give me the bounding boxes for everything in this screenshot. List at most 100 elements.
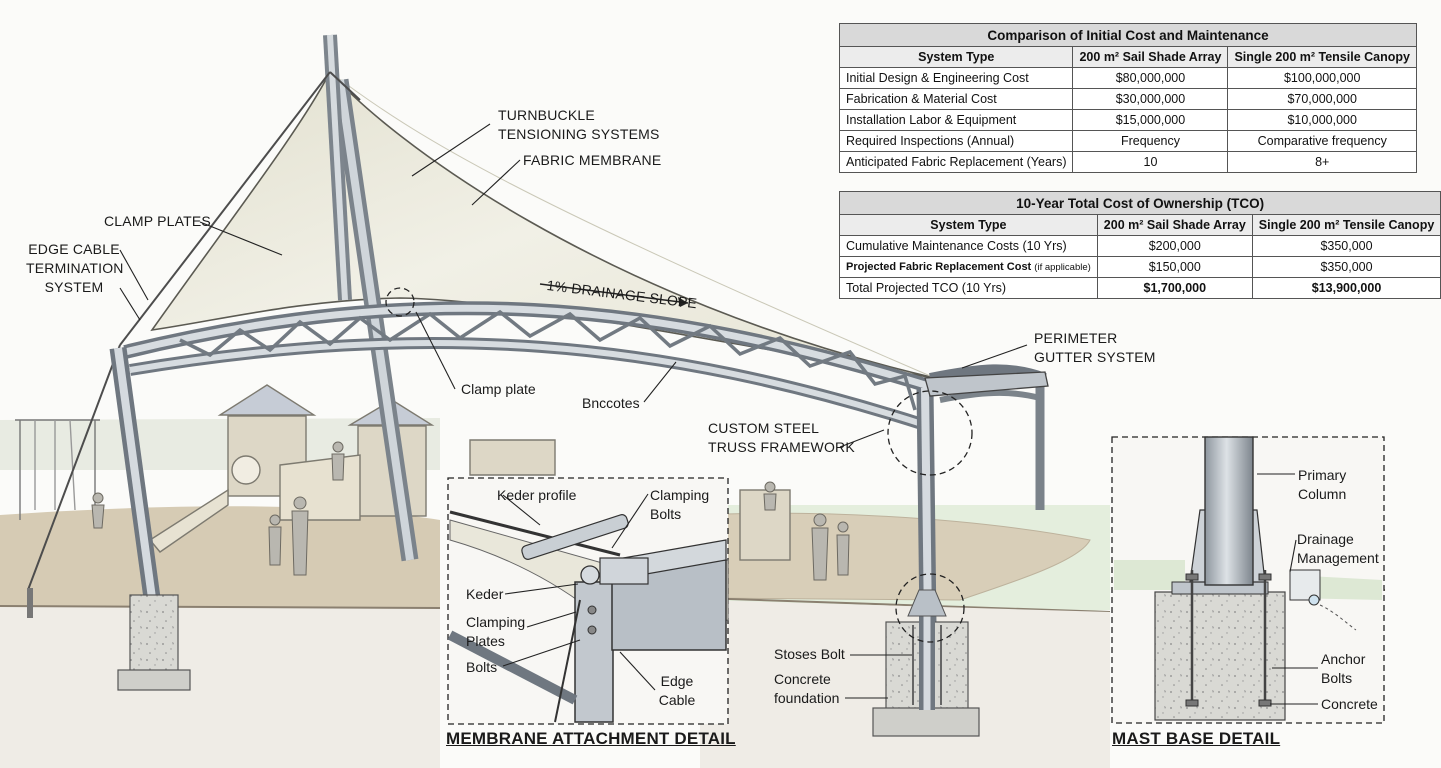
cell: $13,900,000 (1251, 277, 1441, 299)
row-label-note: (if applicable) (1034, 262, 1091, 273)
leader-lines (119, 123, 1028, 699)
label-line: Management (1297, 550, 1379, 566)
col-header: System Type (839, 214, 1098, 236)
label-line: Bolts (1321, 670, 1353, 686)
people-silhouettes (91, 441, 850, 581)
table-row: Anticipated Fabric Replacement (Years)10… (838, 151, 1417, 173)
label-bnccotes: Bnccotes (582, 395, 640, 411)
tco-table: 10-Year Total Cost of Ownership (TCO) Sy… (838, 191, 1441, 299)
cell: $100,000,000 (1227, 67, 1417, 89)
cell: 8+ (1227, 151, 1417, 173)
label-clamp-plate: Clamp plate (461, 381, 536, 397)
label-line: Clamping (466, 614, 526, 630)
label-line: Concrete (774, 671, 831, 687)
label-line: Drainage (1297, 531, 1354, 547)
row-label-text: Projected Fabric Replacement Cost (846, 261, 1032, 273)
table-row: Projected Fabric Replacement Cost (if ap… (839, 256, 1441, 278)
label-bolts: Bolts (466, 659, 498, 675)
col-header: 200 m² Sail Shade Array (1096, 214, 1253, 236)
cell: Comparative frequency (1227, 130, 1417, 152)
label-anchor-bolts: Anchor Bolts (1321, 650, 1365, 688)
landscape (0, 418, 1385, 768)
drainage-slope-arrow (539, 283, 689, 304)
mast-detail-box (1111, 436, 1385, 724)
callout-circles (385, 287, 973, 643)
membrane-detail-title: MEMBRANE ATTACHMENT DETAIL (446, 729, 736, 748)
cell: $200,000 (1096, 235, 1253, 257)
row-label: Projected Fabric Replacement Cost (if ap… (839, 256, 1098, 278)
table-row: Cumulative Maintenance Costs (10 Yrs)$20… (839, 235, 1441, 257)
label-keder: Keder (466, 586, 504, 602)
label-turnbuckle: TURNBUCKLE TENSIONING SYSTEMS (498, 106, 660, 144)
cell: $70,000,000 (1227, 88, 1417, 110)
row-label: Cumulative Maintenance Costs (10 Yrs) (839, 235, 1098, 257)
row-label: Total Projected TCO (10 Yrs) (839, 277, 1098, 299)
row-label: Required Inspections (Annual) (838, 130, 1074, 152)
label-custom-steel-truss: CUSTOM STEEL TRUSS FRAMEWORK (708, 419, 855, 457)
label-line: Column (1298, 486, 1347, 502)
label-perimeter-gutter: PERIMETER GUTTER SYSTEM (1034, 329, 1156, 367)
label-edge-cable-termination: EDGE CABLE TERMINATION SYSTEM (26, 240, 124, 297)
col-header: 200 m² Sail Shade Array (1072, 46, 1229, 68)
label-fabric-membrane: FABRIC MEMBRANE (523, 152, 662, 168)
row-label: Initial Design & Engineering Cost (838, 67, 1074, 89)
tco-table-title: 10-Year Total Cost of Ownership (TCO) (838, 191, 1441, 215)
row-label: Anticipated Fabric Replacement (Years) (838, 151, 1074, 173)
cell: $80,000,000 (1072, 67, 1229, 89)
cost-comparison-table: Comparison of Initial Cost and Maintenan… (838, 23, 1417, 173)
cost-table-title: Comparison of Initial Cost and Maintenan… (839, 23, 1417, 47)
label-line: Primary (1298, 467, 1347, 483)
label-drainage-management: Drainage Management (1297, 530, 1379, 568)
label-line: CUSTOM STEEL (708, 420, 820, 436)
left-footing (27, 588, 191, 691)
label-concrete-foundation: Concrete foundation (774, 670, 839, 708)
label-line: TERMINATION (26, 260, 124, 276)
cell: $30,000,000 (1072, 88, 1229, 110)
cell: $350,000 (1251, 235, 1441, 257)
label-line: EDGE CABLE (28, 241, 120, 257)
label-line: foundation (774, 690, 840, 706)
label-line: Cable (658, 692, 696, 708)
label-line: Plates (466, 633, 505, 649)
label-line: TENSIONING SYSTEMS (498, 126, 660, 142)
label-line: SYSTEM (44, 279, 104, 295)
label-line: Anchor (1321, 651, 1366, 667)
mast-detail-title: MAST BASE DETAIL (1112, 729, 1281, 748)
membrane-detail-box (447, 477, 729, 725)
canopy-illustration (0, 34, 1385, 768)
cell: $15,000,000 (1072, 109, 1229, 131)
label-edge-cable: Edge Cable (652, 672, 702, 710)
tie-cables (27, 71, 361, 591)
perimeter-gutter (924, 371, 1049, 397)
label-keder-profile: Keder profile (497, 487, 577, 503)
label-clamping-plates: Clamping Plates (466, 613, 525, 651)
col-header: Single 200 m² Tensile Canopy (1251, 214, 1441, 236)
cell: $350,000 (1251, 256, 1441, 278)
table-row: Fabrication & Material Cost$30,000,000$7… (838, 88, 1417, 110)
row-label: Fabrication & Material Cost (838, 88, 1074, 110)
right-foundation (872, 589, 980, 737)
label-primary-column: Primary Column (1298, 466, 1346, 504)
label-concrete: Concrete (1321, 696, 1378, 712)
label-line: TURNBUCKLE (498, 107, 595, 123)
label-stoses-bolt: Stoses Bolt (774, 646, 845, 662)
table-row: Initial Design & Engineering Cost$80,000… (838, 67, 1417, 89)
label-line: Clamping (650, 487, 710, 503)
row-label: Installation Labor & Equipment (838, 109, 1074, 131)
label-line: GUTTER SYSTEM (1034, 349, 1156, 365)
table-row: Total Projected TCO (10 Yrs)$1,700,000$1… (839, 277, 1441, 299)
diagram-canvas: Comparison of Initial Cost and Maintenan… (0, 23, 1441, 768)
cell: $150,000 (1096, 256, 1253, 278)
cell: $1,700,000 (1096, 277, 1253, 299)
cell: $10,000,000 (1227, 109, 1417, 131)
label-clamp-plates: CLAMP PLATES (104, 213, 211, 229)
label-line: TRUSS FRAMEWORK (708, 439, 855, 455)
label-clamping-bolts: Clamping Bolts (650, 486, 709, 524)
label-line: PERIMETER (1034, 330, 1118, 346)
cell: 10 (1072, 151, 1229, 173)
label-line: Bolts (650, 506, 682, 522)
col-header: System Type (838, 46, 1074, 68)
table-row: Installation Labor & Equipment$15,000,00… (838, 109, 1417, 131)
col-header: Single 200 m² Tensile Canopy (1227, 46, 1417, 68)
